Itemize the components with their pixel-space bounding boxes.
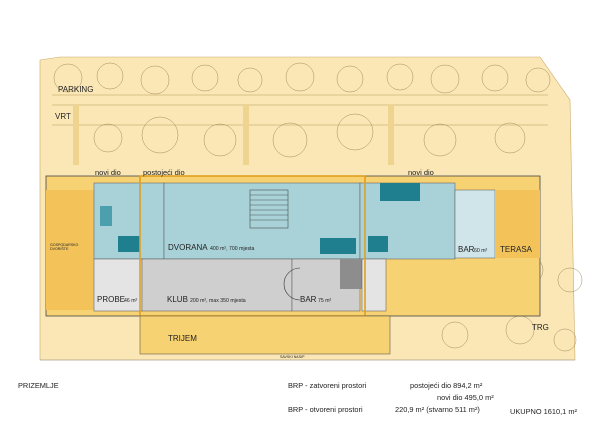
teal-dark-right [380, 183, 420, 201]
label-dvorana: DVORANA [168, 243, 208, 252]
hatch-strip-right [388, 105, 394, 165]
klub-room [141, 258, 293, 312]
label-terasa: TERASA [500, 245, 533, 254]
label-probe: PROBE [97, 295, 125, 304]
stair-lines [250, 194, 288, 221]
label-bar-center-area: 75 m² [318, 298, 332, 304]
legend-total: UKUPNO 1610,1 m² [510, 407, 577, 416]
label-bar-right-area: 60 m² [474, 248, 488, 254]
legend-brp-closed-label: BRP - zatvoreni prostori [288, 381, 367, 390]
hatch-strip-left [73, 105, 79, 165]
label-novi-dio-right: novi dio [408, 168, 434, 177]
label-trijem: TRIJEM [168, 334, 197, 343]
legend-title: PRIZEMLJE [18, 381, 59, 390]
stair-left [118, 236, 140, 252]
label-trg: TRG [532, 323, 549, 332]
label-parking: PARKING [58, 85, 93, 94]
label-dvorana-area: 400 m², 700 mjesta [210, 246, 255, 252]
legend-brp-closed-new: novi dio 495,0 m² [437, 393, 494, 402]
legend-brp-open-label: BRP - otvoreni prostori [288, 405, 363, 414]
terasa-zone [495, 190, 540, 258]
label-postojeci-dio: postojeći dio [143, 168, 185, 177]
legend-brp-closed-existing: postojeći dio 894,2 m² [410, 381, 483, 390]
gospodarsko-yard [46, 190, 94, 310]
right-lower-block [361, 258, 387, 312]
trees [53, 62, 583, 352]
label-vrt: VRT [55, 112, 71, 121]
bar-curve [283, 267, 301, 301]
label-bar-center: BAR [300, 295, 317, 304]
dvorana-side-dark [320, 238, 356, 254]
teal-dark-left [100, 206, 112, 226]
label-klub: KLUB [167, 295, 188, 304]
plan-svg: PARKING VRT novi dio postojeći dio novi … [39, 56, 583, 361]
label-klub-area: 200 m², max 350 mjesta [190, 298, 246, 304]
label-savski-nasip: SAVSKI NASIP [280, 355, 305, 359]
stage-stairs [249, 189, 289, 229]
label-novi-dio-left: novi dio [95, 168, 121, 177]
label-bar-right: BAR [458, 245, 475, 254]
trijem-zone [139, 315, 391, 355]
legend-brp-open-value: 220,9 m² (stvarno 511 m²) [395, 405, 480, 414]
hatch-strip-mid [243, 105, 249, 165]
grey-dark-block [340, 259, 362, 289]
probe-room [93, 258, 143, 312]
label-probe-area: 46 m² [124, 298, 138, 304]
bar-right-room [454, 189, 496, 259]
stair-right [368, 236, 388, 252]
